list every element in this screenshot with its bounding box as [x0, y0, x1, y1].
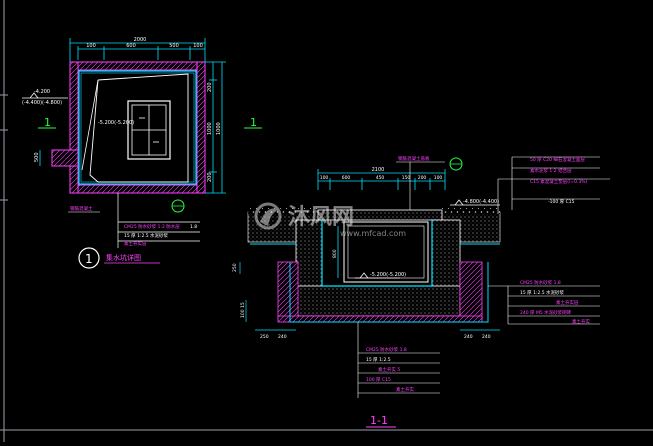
section-side-dim-l2: 240 — [278, 334, 287, 340]
plan-section-mark-right: 1 — [250, 116, 257, 129]
plan-lining — [78, 70, 197, 185]
section-bottom-note-3: 素土夯实 5 — [378, 366, 400, 373]
plan-leader — [117, 193, 200, 248]
section-right-note-m5: 素土夯实 — [572, 318, 590, 325]
section-gravel-left — [248, 208, 320, 214]
section-right-note-t3: C15 素混凝土垫层(i=0.3%) — [530, 178, 588, 185]
section-side-dim-r1: 240 — [464, 334, 473, 340]
section-dim-b: 600 — [342, 175, 351, 181]
section-dim-d: 150 — [402, 175, 411, 181]
plan-wall-bottom — [69, 184, 206, 194]
section-cavity — [343, 221, 429, 283]
plan-wall-right — [196, 61, 206, 194]
plan-level-top-sub: (-4.400)(-4.800) — [22, 100, 62, 106]
section-gravel-right — [440, 208, 500, 214]
section-footing-left — [277, 261, 299, 321]
plan-dim-r2: 1000 — [207, 122, 213, 135]
plan-title-circle — [78, 247, 100, 269]
plan-dim-r-total: 1000 — [216, 122, 222, 135]
plan-slope-diag — [81, 79, 99, 171]
section-dim-a: 100 — [320, 175, 329, 181]
section-bottom-note-2: 15 厚 1:2.5 — [366, 357, 391, 363]
plan-dim-r1: 200 — [207, 82, 213, 92]
plan-note-4: 素土夯实层 — [124, 240, 147, 247]
section-title: 1-1 — [370, 414, 388, 427]
plan-dims-top — [69, 38, 206, 62]
section-right-note-m4: 240 厚 M5 水泥砂浆砌砖 — [520, 309, 572, 316]
section-right-note-m3: 素土夯实层 — [556, 299, 579, 306]
plan-dim-a: 100 — [86, 43, 96, 49]
section-right-note-m1: CM25 防水砂浆 1.8 — [520, 279, 561, 286]
watermark-brand: 沐风网 — [288, 205, 354, 230]
plan-level-inner: -5.200(-5.200) — [98, 120, 134, 126]
plan-dim-left: 500 — [34, 152, 40, 162]
plan-sump-outer — [127, 100, 171, 160]
section-right-note-t1: 50 厚 C20 细石混凝土面层 — [530, 156, 585, 163]
section-level-top: -4.800(-4.400) — [463, 199, 499, 205]
section-level-bottom-marker — [355, 272, 400, 279]
section-right-note-t2: 素水泥浆 1:2 结合层 — [530, 167, 572, 174]
plan-lining-2 — [80, 72, 195, 183]
section-base — [295, 285, 461, 317]
section-footing-base — [277, 315, 483, 323]
section-slab — [317, 209, 443, 221]
section-right-notes-mid-leader — [488, 285, 600, 325]
section-dim-f: 100 — [434, 175, 443, 181]
section-view: 2100 100 600 450 150 200 100 -4.800(-4.4… — [232, 155, 610, 428]
plan-dim-r3: 200 — [207, 172, 213, 182]
plan-note-3: 15 厚 1:2.5 水泥砂浆 — [124, 232, 169, 239]
plan-note-2: 1.8 — [190, 224, 197, 230]
plan-title-number: 1 — [85, 252, 93, 266]
section-bottom-note-1: CM25 防水砂浆 1.8 — [366, 346, 407, 353]
section-level-bottom: -5.200(-5.200) — [370, 272, 406, 278]
section-right-notes-top-leader — [497, 156, 610, 214]
plan-note-1: CM25 防水砂浆 1:2 防水层 — [124, 223, 180, 230]
plan-dim-c: 500 — [169, 43, 179, 49]
section-side-dim-l3: 250 — [232, 263, 238, 272]
section-side-dims-left — [239, 262, 296, 331]
section-right-note-t4: -100 厚 C15 — [548, 199, 575, 205]
plan-wall-left — [69, 61, 79, 151]
plan-dim-d: 100 — [193, 43, 203, 49]
watermark-logo-leaf-icon — [260, 208, 278, 226]
plan-inlet-pipe — [51, 149, 79, 167]
section-dim-c: 450 — [376, 175, 385, 181]
section-dims-top — [317, 169, 446, 190]
section-bottom-note-4: 100 厚 C15 — [366, 377, 391, 383]
section-bottom-notes-leader — [357, 322, 440, 398]
watermark-logo-icon — [254, 202, 282, 230]
section-lining-outer — [289, 262, 489, 323]
plan-wall-left-low — [69, 165, 79, 194]
section-bottom-note-5: 素土夯实 — [396, 386, 414, 393]
plan-wall-top — [69, 61, 206, 71]
section-inner-dim: 800 — [332, 249, 338, 258]
section-dim-e: 200 — [418, 175, 427, 181]
plan-dim-b: 600 — [126, 43, 136, 49]
section-top-note: 钢筋混凝土盖板 — [398, 155, 430, 162]
watermark-url: www.mfcad.com — [340, 229, 406, 238]
watermark: 沐风网 www.mfcad.com — [254, 202, 406, 238]
section-side-dim-r2: 240 — [482, 334, 491, 340]
section-lining — [321, 220, 433, 287]
section-side-height: 100 15 — [240, 302, 246, 318]
section-right-note-m2: 15 厚 1:2.5 水泥砂浆 — [520, 289, 565, 296]
plan-level-marker — [22, 92, 68, 99]
plan-view: 2000 100 600 500 100 -5.200(-5.200) — [22, 37, 262, 269]
plan-dim-total: 2000 — [134, 37, 147, 43]
section-level-top-marker — [450, 199, 500, 206]
section-dim-total: 2100 — [372, 167, 385, 173]
plan-bottom-note: 钢筋混凝土 — [70, 205, 93, 212]
plan-section-mark-left: 1 — [44, 116, 51, 129]
plan-dims-right — [205, 61, 226, 194]
section-footing-right — [459, 261, 483, 321]
plan-slope-line — [89, 73, 189, 183]
plan-title: 集水坑详图 — [106, 253, 141, 262]
plan-level-top: -4.200 — [34, 89, 50, 95]
section-side-dim-l1: 250 — [260, 334, 269, 340]
